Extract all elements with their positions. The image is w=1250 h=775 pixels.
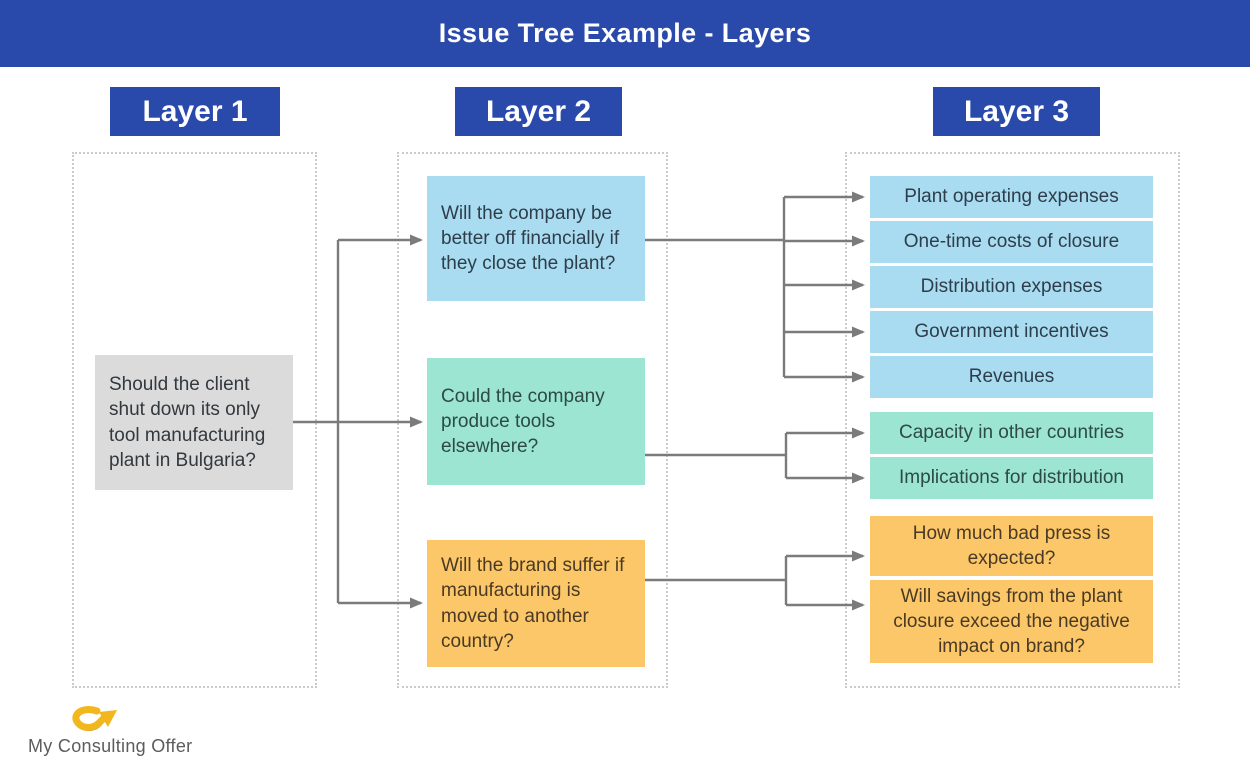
- layer3-column: [845, 152, 1180, 688]
- layer3-node-plant-operating-expenses: Plant operating expenses: [870, 176, 1153, 218]
- layer3-node-revenues: Revenues: [870, 356, 1153, 398]
- layer3-node-distribution-expenses: Distribution expenses: [870, 266, 1153, 308]
- layer2-column: [397, 152, 668, 688]
- layer2-node-brand: Will the brand suffer if manufacturing i…: [427, 540, 645, 667]
- page-title: Issue Tree Example - Layers: [438, 18, 812, 48]
- layer1-column: [72, 152, 317, 688]
- title-bar: Issue Tree Example - Layers: [0, 0, 1250, 67]
- layer3-node-capacity-other-countries: Capacity in other countries: [870, 412, 1153, 454]
- layer2-node-financial: Will the company be better off financial…: [427, 176, 645, 301]
- layer3-node-one-time-costs: One-time costs of closure: [870, 221, 1153, 263]
- root-question-node: Should the client shut down its only too…: [95, 355, 293, 490]
- layer3-node-bad-press: How much bad press is expected?: [870, 516, 1153, 576]
- brand-name: My Consulting Offer: [28, 736, 193, 756]
- layer2-label: Layer 2: [455, 87, 622, 136]
- layer3-node-government-incentives: Government incentives: [870, 311, 1153, 353]
- layer3-node-implications-distribution: Implications for distribution: [870, 457, 1153, 499]
- layer3-label: Layer 3: [933, 87, 1100, 136]
- brand-swoosh-arrow-icon: [72, 706, 117, 731]
- layer1-label: Layer 1: [110, 87, 280, 136]
- layer2-node-production: Could the company produce tools elsewher…: [427, 358, 645, 485]
- layer3-node-savings-vs-brand: Will savings from the plant closure exce…: [870, 580, 1153, 663]
